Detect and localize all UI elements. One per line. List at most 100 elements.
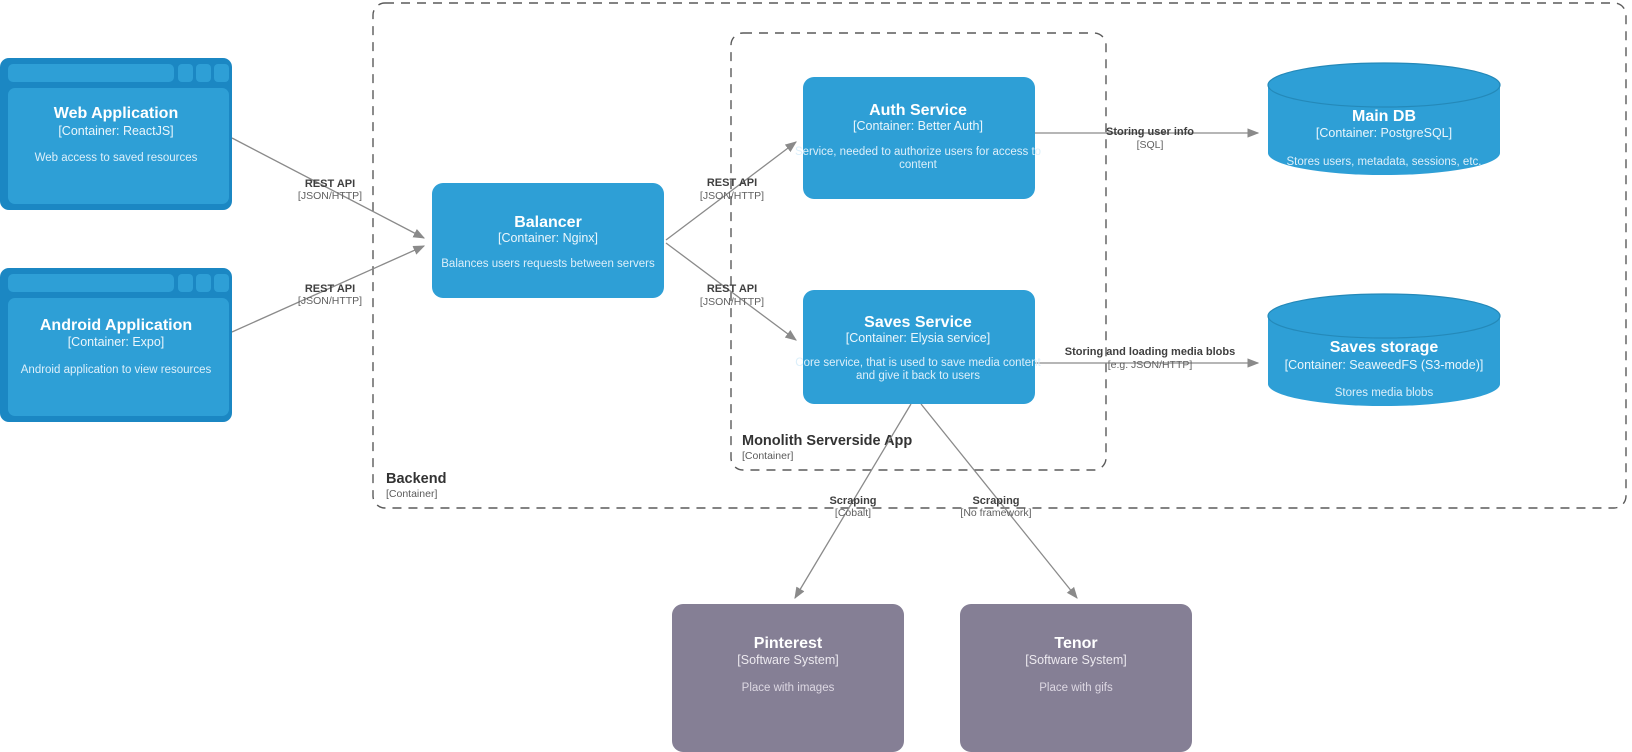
rel-tech-text: [No framework] (960, 507, 1031, 519)
rel-label-text: REST API (305, 178, 355, 190)
relationship-lines (231, 128, 1260, 600)
rel-label-saves-to-storage: Storing and loading media blobs [e.g. JS… (1065, 346, 1236, 371)
rel-label-android-to-balancer: REST API [JSON/HTTP] (298, 283, 362, 307)
element-name: Pinterest (754, 635, 823, 652)
element-name: Main DB (1352, 108, 1416, 125)
element-description: Place with gifs (1039, 682, 1113, 694)
cylinder-body (1268, 85, 1500, 175)
rel-tech-text: [JSON/HTTP] (700, 190, 764, 202)
rel-label-saves-to-tenor: Scraping [No framework] (960, 495, 1031, 519)
rel-label-auth-to-main-db: Storing user info [SQL] (1106, 126, 1194, 151)
browser-button-1 (178, 274, 193, 292)
element-pinterest[interactable]: Pinterest [Software System] Place with i… (672, 604, 904, 752)
element-android-application[interactable]: Android Application [Container: Expo] An… (0, 268, 232, 422)
browser-addressbar (8, 274, 174, 292)
rel-tech-text: [JSON/HTTP] (700, 296, 764, 308)
rel-label-text: REST API (305, 283, 355, 295)
element-description-line2: and give it back to users (856, 370, 980, 382)
rel-line-web-to-balancer (231, 137, 426, 239)
rel-tech-text: [Cobalt] (835, 507, 871, 519)
rel-label-text: Storing user info (1106, 126, 1194, 138)
element-shape (803, 290, 1035, 404)
element-tenor[interactable]: Tenor [Software System] Place with gifs (960, 604, 1192, 752)
boundary-backend-rect (372, 2, 1627, 509)
element-technology: [Container: SeaweedFS (S3-mode)] (1285, 358, 1484, 372)
browser-addressbar (8, 64, 174, 82)
rel-line-saves-to-pinterest (794, 403, 912, 600)
element-description-line1: Service, needed to authorize users for a… (795, 146, 1041, 158)
element-name: Balancer (514, 214, 582, 231)
rel-label-balancer-to-saves: REST API [JSON/HTTP] (700, 283, 764, 308)
rel-label-saves-to-pinterest: Scraping [Cobalt] (829, 495, 876, 519)
boundary-monolith-type: [Container] (742, 450, 793, 462)
rel-line-android-to-balancer (231, 245, 426, 333)
element-technology: [Container: ReactJS] (58, 124, 173, 138)
element-technology: [Container: Nginx] (498, 231, 598, 245)
element-saves-storage[interactable]: Saves storage [Container: SeaweedFS (S3-… (1267, 293, 1501, 406)
boundary-monolith-rect (730, 32, 1107, 471)
element-shape (803, 77, 1035, 199)
rel-label-text: Scraping (972, 495, 1019, 507)
element-name: Android Application (40, 317, 192, 334)
rel-label-text: Storing and loading media blobs (1065, 346, 1236, 358)
element-name: Tenor (1054, 635, 1097, 652)
element-name: Auth Service (869, 102, 967, 119)
element-saves-service[interactable]: Saves Service [Container: Elysia service… (795, 290, 1042, 404)
rel-line-balancer-to-auth (665, 141, 797, 241)
element-description-line2: content (899, 159, 938, 171)
element-technology: [Software System] (737, 653, 838, 667)
element-description-line1: Core service, that is used to save media… (795, 357, 1041, 369)
element-description: Place with images (742, 682, 835, 694)
boundary-backend-type: [Container] (386, 488, 437, 500)
browser-viewport (8, 88, 229, 204)
relationship-labels: REST API [JSON/HTTP] REST API [JSON/HTTP… (298, 126, 1235, 519)
browser-viewport (8, 298, 229, 416)
element-name: Web Application (54, 105, 178, 122)
element-description: Stores media blobs (1335, 387, 1434, 399)
element-description: Web access to saved resources (35, 152, 198, 164)
element-shape (672, 604, 904, 752)
cylinder-top (1268, 294, 1500, 338)
element-auth-service[interactable]: Auth Service [Container: Better Auth] Se… (795, 77, 1041, 199)
element-name: Saves Service (864, 314, 972, 331)
rel-label-text: REST API (707, 283, 757, 295)
element-balancer[interactable]: Balancer [Container: Nginx] Balances use… (432, 183, 664, 298)
browser-button-2 (196, 274, 211, 292)
element-description: Stores users, metadata, sessions, etc. (1287, 156, 1482, 168)
boundary-backend-name: Backend (386, 471, 446, 487)
element-web-application[interactable]: Web Application [Container: ReactJS] Web… (0, 58, 232, 210)
rel-line-balancer-to-saves (665, 242, 797, 341)
element-description: Android application to view resources (21, 364, 212, 376)
element-technology: [Container: Elysia service] (846, 331, 991, 345)
rel-label-balancer-to-auth: REST API [JSON/HTTP] (700, 177, 764, 202)
rel-tech-text: [e.g. JSON/HTTP] (1108, 359, 1193, 371)
browser-button-2 (196, 64, 211, 82)
rel-label-web-to-balancer: REST API [JSON/HTTP] (298, 178, 362, 202)
rel-tech-text: [SQL] (1137, 139, 1164, 151)
rel-label-text: REST API (707, 177, 757, 189)
element-technology: [Software System] (1025, 653, 1126, 667)
cylinder-top-outline (1267, 62, 1501, 108)
boundary-monolith-name: Monolith Serverside App (742, 433, 912, 449)
cylinder-top-outline (1267, 293, 1501, 339)
browser-button-3 (214, 274, 229, 292)
element-technology: [Container: PostgreSQL] (1316, 126, 1452, 140)
browser-button-3 (214, 64, 229, 82)
element-shape (432, 183, 664, 298)
element-technology: [Container: Better Auth] (853, 119, 983, 133)
boundary-monolith: Monolith Serverside App [Container] (730, 32, 1107, 471)
element-name: Saves storage (1330, 339, 1439, 356)
cylinder-body (1268, 316, 1500, 406)
browser-button-1 (178, 64, 193, 82)
element-description: Balances users requests between servers (441, 258, 655, 270)
rel-line-saves-to-tenor (920, 403, 1078, 599)
rel-tech-text: [JSON/HTTP] (298, 190, 362, 202)
rel-label-text: Scraping (829, 495, 876, 507)
element-shape (960, 604, 1192, 752)
cylinder-top (1268, 63, 1500, 107)
boundary-backend: Backend [Container] (372, 2, 1627, 509)
rel-tech-text: [JSON/HTTP] (298, 295, 362, 307)
element-main-db[interactable]: Main DB [Container: PostgreSQL] Stores u… (1267, 62, 1501, 175)
